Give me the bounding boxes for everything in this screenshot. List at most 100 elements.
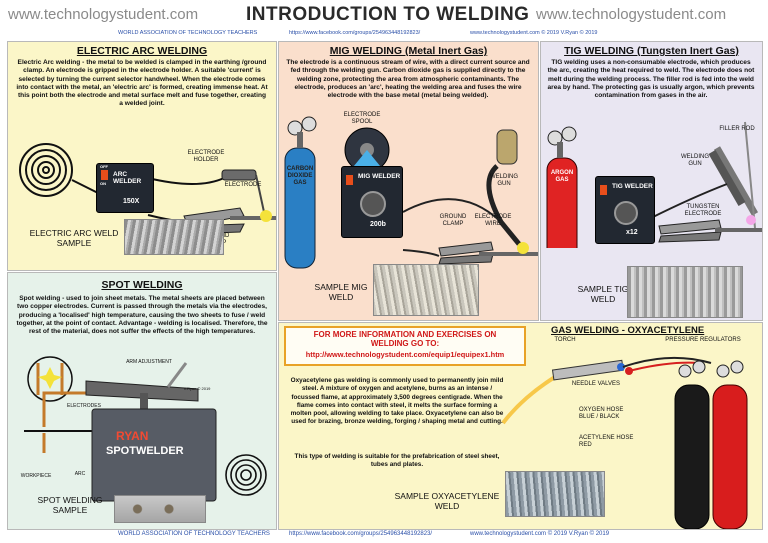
gas-weld-sample-photo	[505, 471, 605, 517]
detail-circle-icon	[27, 356, 73, 402]
arc-spark-icon	[260, 210, 272, 222]
filler-rod-icon	[744, 121, 756, 229]
info-line-2: WELDING GO TO:	[370, 339, 440, 348]
footer-copyright: www.technologystudent.com © 2019 V.Ryan …	[470, 531, 610, 537]
spot-brand-ryan: RYAN	[116, 429, 149, 443]
tig-arc-spark-icon	[746, 215, 756, 225]
tig-welder-machine: TIG WELDER x12	[595, 176, 655, 244]
label-welding-gun: WELDING GUN	[489, 174, 518, 187]
tig-title: TIG WELDING (Tungsten Inert Gas)	[564, 45, 739, 57]
tig-sample-label: SAMPLE TIG WELD	[577, 284, 629, 304]
label-electrode-wire: ELECTRODE WIRE	[474, 214, 512, 227]
tig-welding-panel: TIG WELDING (Tungsten Inert Gas) TIG wel…	[540, 41, 763, 321]
spot-arc-spark-icon	[38, 367, 62, 389]
label-filler-rod: FILLER ROD	[719, 126, 755, 132]
acetylene-cylinder-icon	[712, 384, 748, 529]
spot-sample-label: SPOT WELDING SAMPLE	[37, 495, 103, 515]
page-title: INTRODUCTION TO WELDING	[246, 4, 530, 25]
arc-title: ELECTRIC ARC WELDING	[76, 45, 208, 57]
arc-machine-brand: ARC WELDER	[113, 171, 142, 185]
mig-weld-sample-photo	[373, 264, 479, 316]
label-acetylene-hose: ACETYLENE HOSE RED	[579, 435, 634, 448]
ground-clamp-icon	[658, 219, 722, 243]
label-pressure-regulators: PRESSURE REGULATORS	[665, 337, 741, 343]
info-link[interactable]: http://www.technologystudent.com/equip1/…	[305, 350, 505, 359]
power-switch-icon[interactable]	[346, 175, 353, 185]
mig-welder-machine: MIG WELDER 200b	[341, 166, 403, 238]
label-electrode-holder: ELECTRODE HOLDER	[187, 150, 225, 163]
needle-valve-blue-icon	[617, 363, 625, 371]
label-argon-gas: ARGON GAS	[550, 170, 574, 183]
footer-association: WORLD ASSOCIATION OF TECHNOLOGY TEACHERS	[118, 531, 270, 537]
label-needle-valves: NEEDLE VALVES	[571, 381, 621, 387]
spot-description: Spot welding - used to join sheet metals…	[16, 295, 268, 336]
label-electrodes: ELECTRODES	[67, 403, 101, 409]
current-dial-icon[interactable]	[360, 191, 386, 217]
label-arm-adjustment: ARM ADJUSTMENT	[126, 359, 172, 365]
label-co2-gas: CARBON DIOXIDE GAS	[286, 166, 314, 186]
gas-title: GAS WELDING - OXYACETYLENE	[551, 325, 705, 336]
spot-credit: V.Ryan © 2019	[183, 386, 211, 391]
power-switch-icon[interactable]	[101, 170, 108, 180]
label-electrode: ELECTRODE	[224, 182, 262, 188]
mig-machine-brand: MIG WELDER	[358, 173, 401, 180]
tig-machine-brand: TIG WELDER	[612, 183, 653, 190]
mig-description: The electrode is a continuous stream of …	[286, 59, 530, 100]
footer-facebook-link[interactable]: https://www.facebook.com/groups/25496344…	[289, 531, 433, 537]
label-tungsten-electrode: TUNGSTEN ELECTRODE	[684, 204, 722, 217]
tig-machine-model: x12	[626, 229, 638, 236]
label-arc: ARC	[74, 471, 86, 477]
header-copyright: www.technologystudent.com © 2019 V.Ryan …	[470, 30, 598, 36]
spot-title: SPOT WELDING	[101, 279, 183, 291]
arc-switch-on: ON	[100, 181, 106, 186]
gas-sample-label: SAMPLE OXYACETYLENE WELD	[394, 491, 500, 511]
arc-machine-model: 150X	[123, 198, 140, 205]
ground-clamp-icon	[438, 241, 494, 265]
spot-brand-spotwelder: SPOTWELDER	[106, 445, 184, 457]
pressure-regulator-icon	[678, 360, 744, 378]
arc-weld-sample-photo	[124, 219, 224, 255]
gas-diagram	[501, 356, 748, 529]
mig-diagram	[284, 116, 538, 269]
tig-weld-sample-photo	[627, 266, 743, 318]
arc-sample-label: ELECTRIC ARC WELD SAMPLE	[29, 228, 119, 248]
header-facebook-link[interactable]: https://www.facebook.com/groups/25496344…	[289, 30, 421, 36]
coiled-cable-icon	[225, 454, 267, 496]
oxygen-cylinder-icon	[674, 384, 710, 529]
header-site-right: www.technologystudent.com	[536, 6, 727, 23]
coiled-cable-icon	[19, 143, 73, 197]
header-site-left: www.technologystudent.com	[8, 6, 199, 23]
mig-machine-model: 200b	[370, 221, 386, 228]
electrode-holder-icon	[221, 169, 257, 181]
tig-description: TIG welding uses a non-consumable electr…	[547, 59, 755, 100]
mig-arc-spark-icon	[517, 242, 529, 254]
label-ground-clamp: GROUND CLAMP	[439, 214, 467, 227]
gas-regulator-icon	[547, 126, 577, 158]
label-oxygen-hose: OXYGEN HOSE BLUE / BLACK	[579, 407, 624, 420]
mig-welding-panel: MIG WELDING (Metal Inert Gas) The electr…	[278, 41, 539, 321]
gas-prefabrication-text: This type of welding is suitable for the…	[294, 453, 500, 469]
arc-welder-machine: OFF ON ARC WELDER 150X	[96, 163, 154, 213]
info-line-1: FOR MORE INFORMATION AND EXERCISES ON	[313, 330, 497, 339]
torch-icon	[551, 359, 624, 381]
mig-title: MIG WELDING (Metal Inert Gas)	[329, 45, 488, 57]
label-electrode-spool: ELECTRODE SPOOL	[343, 112, 381, 125]
arc-diagram	[19, 143, 276, 235]
power-switch-icon[interactable]	[600, 185, 607, 195]
mig-sample-label: SAMPLE MIG WELD	[314, 282, 368, 302]
more-info-box: FOR MORE INFORMATION AND EXERCISES ON WE…	[284, 326, 526, 366]
arc-welding-panel: ELECTRIC ARC WELDING Electric Arc weldin…	[7, 41, 277, 271]
spot-weld-sample-photo	[114, 495, 206, 523]
tig-diagram	[546, 121, 762, 248]
gas-description: Oxyacetylene gas welding is commonly use…	[290, 377, 504, 426]
current-dial-icon[interactable]	[614, 201, 638, 225]
spot-welder-machine-icon	[85, 362, 217, 502]
spot-diagram	[24, 356, 267, 502]
gas-regulator-icon	[287, 116, 317, 148]
label-welding-gun: WELDING GUN	[680, 154, 709, 167]
tig-torch-icon	[708, 146, 759, 216]
arc-switch-off: OFF	[100, 164, 108, 169]
flame-icon	[501, 375, 557, 425]
arc-description: Electric Arc welding - the metal to be w…	[16, 59, 268, 108]
header-association: WORLD ASSOCIATION OF TECHNOLOGY TEACHERS	[118, 30, 258, 36]
